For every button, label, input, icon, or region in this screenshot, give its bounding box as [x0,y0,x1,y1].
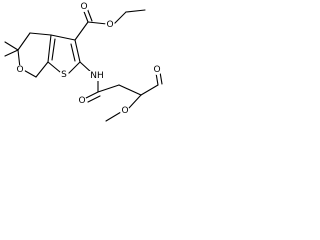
ester-alkoxy-oxygen-atom: O [105,20,115,30]
bond-c3-to-ester-carbon [74,21,89,41]
bond-terminal-carbonyl-double [159,71,163,85]
bond-c3a-to-c7a [47,34,52,63]
terminal-carbonyl-oxygen-label: O [153,65,160,75]
sulfur-atom: S [59,70,69,80]
amide-nitrogen-label: NH [90,71,104,81]
bond-ch2-to-c7a [35,61,49,78]
amide-nitrogen-atom: NH [89,71,105,81]
bond-c3a-to-c3 [50,34,76,41]
bond-c2-to-sulfur [67,61,81,75]
bond-ester-carbon-to-methoxy-o [128,94,142,109]
atom-labels: O O O S NH O O O [15,2,162,116]
amide-oxygen-atom: O [77,96,87,106]
bond-methoxy-o-to-methyl [105,111,122,122]
bond-ester-carbon-to-alkoxy-o [87,21,108,25]
bond-amide-carbonyl [85,91,99,99]
bond-ch2-to-ch2 [118,84,142,96]
bond-ring-ch2-top-to-cme2 [17,32,31,51]
sulfur-label: S [61,70,67,80]
ring-oxygen-atom: O [15,65,25,75]
ring-oxygen-label: O [16,65,23,75]
bond-sulfur-to-c7a [47,61,61,73]
ester-alkoxy-oxygen-label: O [106,20,113,30]
amide-oxygen-label: O [78,96,85,106]
bond-amide-carbon-to-ch2 [97,84,120,93]
methoxy-oxygen-label: O [121,106,128,116]
bond-amide-carbonyl-double [87,95,101,103]
bond-ring-ch2-top-to-c3a [29,32,52,36]
bond-ch2-to-ester-carbon-2 [140,84,159,96]
methoxy-oxygen-atom: O [120,106,130,116]
bond-c3-to-c2 [74,39,81,63]
bond-alkoxy-o-to-ch2 [113,11,127,25]
ester-carbonyl-oxygen-label: O [80,2,87,12]
bond-c3-to-c2-inner [70,43,76,62]
ester-carbonyl-oxygen-atom: O [79,2,89,12]
bond-ethyl-ch2-to-ch3 [125,9,146,13]
bond-cme2-to-methyl-2 [4,49,19,57]
bond-c3a-to-c7a-inner [51,38,56,61]
chemical-structure: O O O S NH O O O [4,2,163,122]
bond-cme2-to-ring-oxygen [17,49,21,69]
terminal-carbonyl-oxygen-atom: O [152,65,162,75]
bond-cme2-to-methyl-1 [4,41,19,51]
bond-terminal-carbonyl [155,72,159,86]
